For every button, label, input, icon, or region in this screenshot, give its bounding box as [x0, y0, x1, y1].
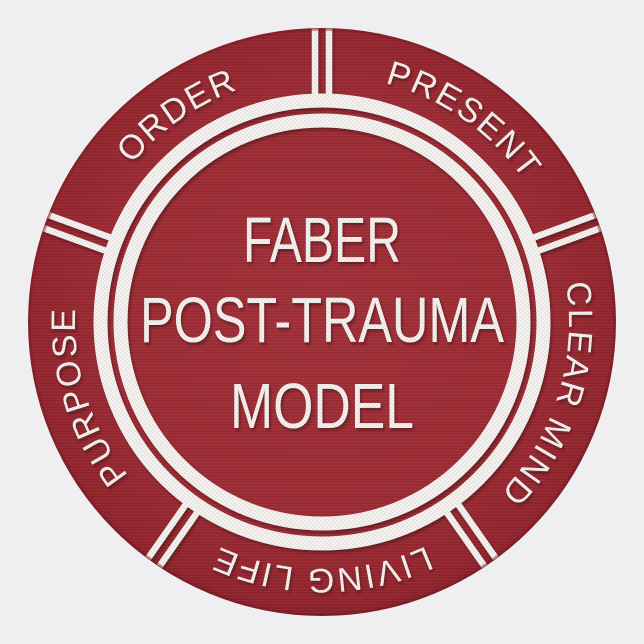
rib-texture-overlay [28, 28, 616, 616]
sticker-edge [28, 28, 616, 616]
